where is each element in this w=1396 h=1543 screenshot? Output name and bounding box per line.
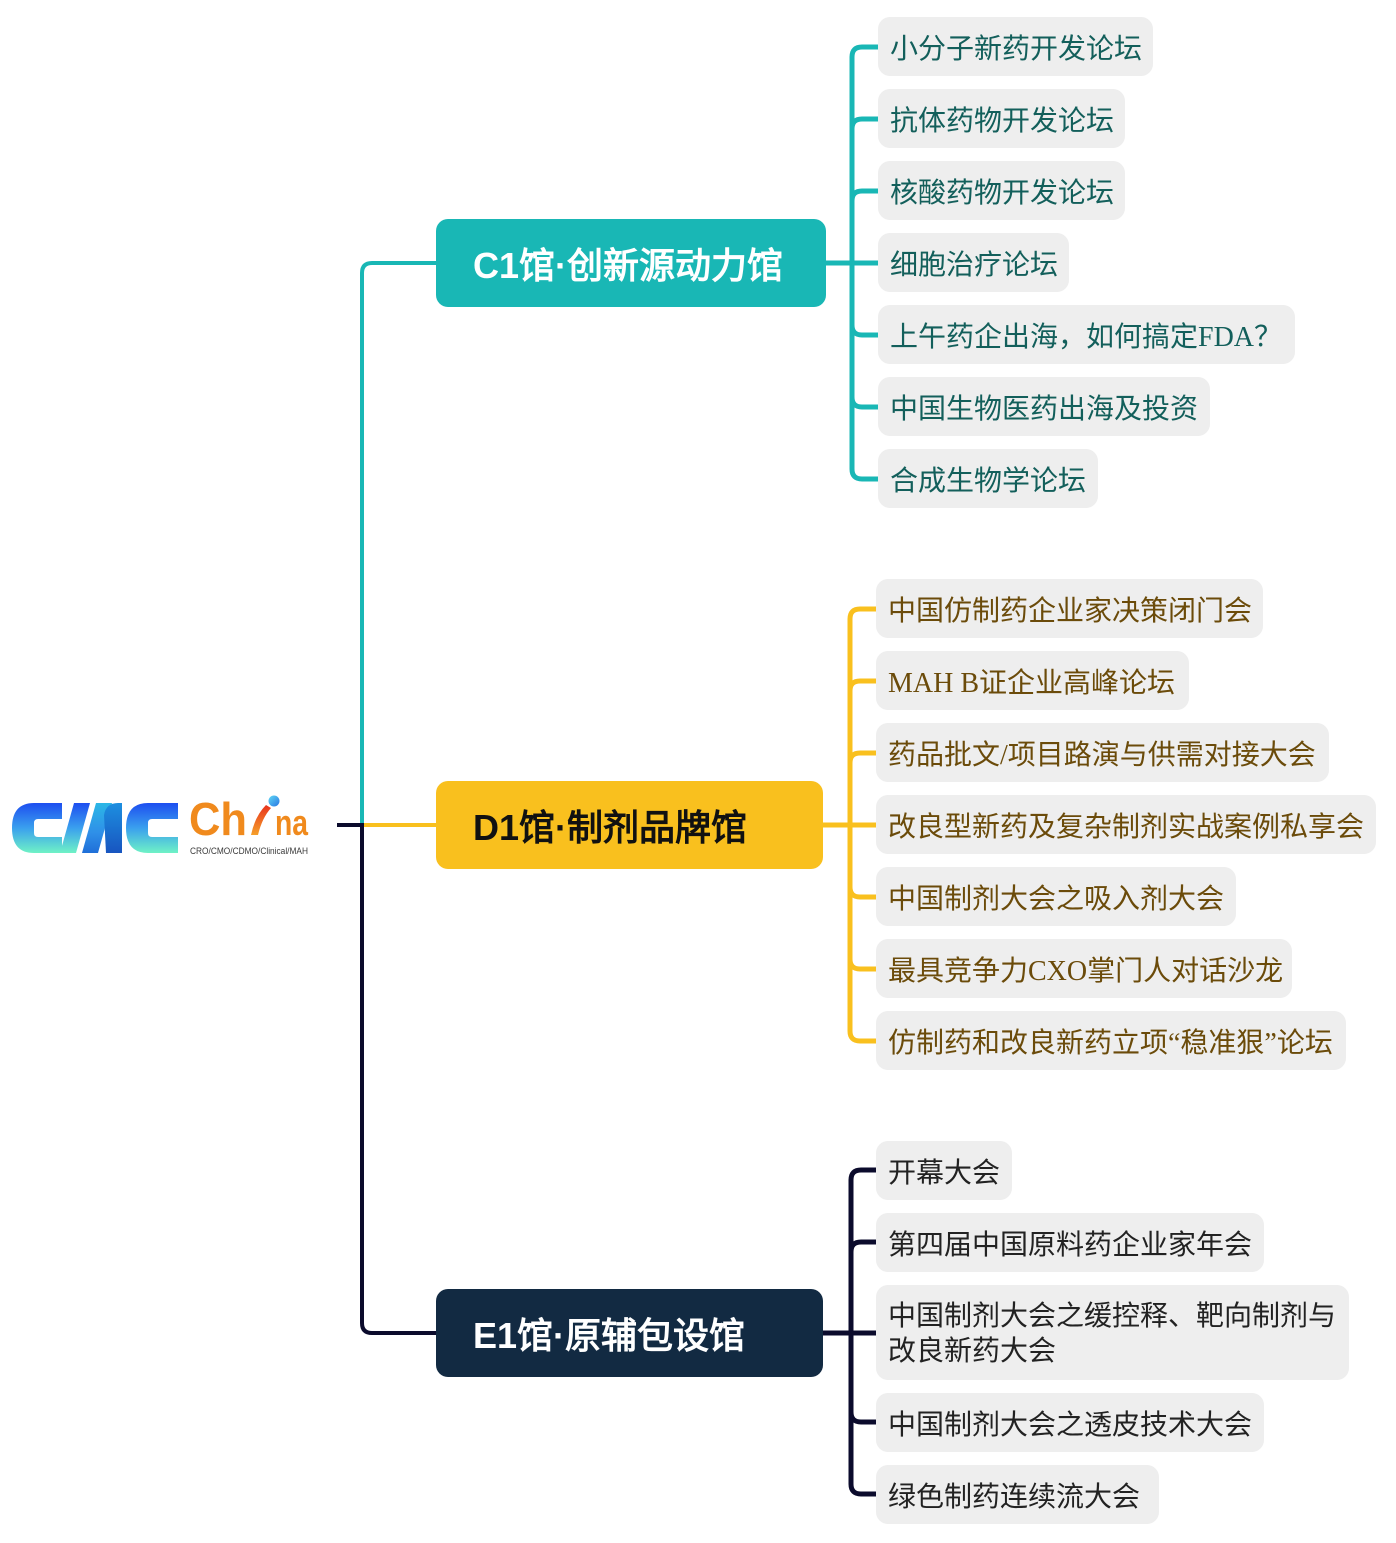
forum-node[interactable]: 抗体药物开发论坛 (878, 89, 1125, 148)
hall-title-c1: C1馆·创新源动力馆 (473, 245, 784, 286)
forum-label: 药品批文/项目路演与供需对接大会 (888, 739, 1316, 771)
connector-c1-item-3 (849, 188, 878, 263)
connector-d1-item-5 (847, 825, 876, 900)
forum-label: 最具竞争力CXO掌门人对话沙龙 (888, 955, 1284, 987)
connector-root-to-e1 (360, 825, 436, 1335)
forum-label: 中国仿制药企业家决策闭门会 (888, 595, 1253, 627)
hall-node-d1[interactable]: D1馆·制剂品牌馆 (436, 781, 823, 869)
forum-label: 抗体药物开发论坛 (890, 105, 1115, 137)
forum-node[interactable]: 中国制剂大会之缓控释、靶向制剂与改良新药大会 (876, 1285, 1349, 1380)
connector-d1-item-3 (847, 750, 876, 825)
connector-e1-item-5 (848, 1333, 876, 1497)
forum-node[interactable]: 上午药企出海，如何搞定FDA？ (878, 305, 1295, 364)
forum-label: 仿制药和改良新药立项“稳准狠”论坛 (888, 1027, 1333, 1059)
forum-node[interactable]: MAH B证企业高峰论坛 (876, 651, 1189, 710)
logo-dot-icon (268, 795, 280, 807)
forum-node[interactable]: 中国制剂大会之吸入剂大会 (876, 867, 1236, 926)
logo-word-start: Ch (189, 793, 247, 845)
forum-node[interactable]: 小分子新药开发论坛 (878, 17, 1153, 76)
forum-label: 中国制剂大会之缓控释、靶向制剂与改良新药大会 (888, 1299, 1337, 1366)
forum-node[interactable]: 中国仿制药企业家决策闭门会 (876, 579, 1263, 638)
forum-label: 小分子新药开发论坛 (890, 33, 1143, 65)
connector-c1-item-1 (849, 44, 878, 263)
connector-c1-item-6 (849, 263, 878, 410)
forum-label: 绿色制药连续流大会 (888, 1480, 1141, 1512)
forum-node[interactable]: 最具竞争力CXO掌门人对话沙龙 (876, 939, 1292, 998)
hall-node-c1[interactable]: C1馆·创新源动力馆 (436, 219, 826, 307)
hall-title-e1: E1馆·原辅包设馆 (473, 1315, 746, 1356)
forum-node[interactable]: 第四届中国原料药企业家年会 (876, 1213, 1264, 1272)
forum-label: 中国生物医药出海及投资 (890, 393, 1199, 425)
hall-title-d1: D1馆·制剂品牌馆 (473, 807, 748, 848)
forum-node[interactable]: 中国制剂大会之透皮技术大会 (876, 1393, 1264, 1452)
connector-d1-item-1 (847, 606, 876, 825)
connector-root-to-c1 (360, 261, 436, 823)
cmc-letter-m-right (104, 803, 122, 853)
forum-node[interactable]: 中国生物医药出海及投资 (878, 377, 1210, 436)
forum-label: 核酸药物开发论坛 (890, 177, 1115, 209)
logo-figure-icon (251, 805, 271, 835)
logo-tagline: CRO/CMO/CDMO/Clinical/MAH (190, 846, 308, 856)
cmc-letter-c-left (12, 803, 62, 853)
connector-c1-item-7 (849, 263, 878, 482)
connector-c1-item-2 (849, 116, 878, 263)
connector-d1-item-2 (847, 678, 876, 825)
forum-label: 中国制剂大会之透皮技术大会 (888, 1408, 1253, 1440)
forum-label: 第四届中国原料药企业家年会 (888, 1228, 1253, 1260)
cmc-letter-m-leg (60, 803, 90, 853)
connector-c1-item-5 (849, 263, 878, 338)
forum-node[interactable]: 开幕大会 (876, 1141, 1012, 1200)
forum-node[interactable]: 细胞治疗论坛 (878, 233, 1069, 292)
connector-e1-item-2 (848, 1239, 876, 1333)
forum-label: 细胞治疗论坛 (890, 249, 1059, 281)
logo-word-end: na (275, 802, 309, 843)
forum-label: 合成生物学论坛 (890, 465, 1087, 497)
cmc-mark (12, 803, 178, 853)
forum-node[interactable]: 合成生物学论坛 (878, 449, 1098, 508)
connector-e1-item-4 (848, 1333, 876, 1425)
cmc-letter-c-right (126, 803, 178, 853)
cmc-china-logo[interactable]: Ch na CRO/CMO/CDMO/Clinical/MAH (0, 770, 340, 880)
connector-d1-item-6 (847, 825, 876, 972)
connector-e1-item-1 (848, 1167, 876, 1333)
forum-node[interactable]: 核酸药物开发论坛 (878, 161, 1125, 220)
forum-label: 中国制剂大会之吸入剂大会 (888, 883, 1225, 915)
connector-d1-item-7 (847, 825, 876, 1044)
forum-label: 上午药企出海，如何搞定FDA？ (890, 321, 1283, 353)
forum-node[interactable]: 药品批文/项目路演与供需对接大会 (876, 723, 1329, 782)
forum-node[interactable]: 绿色制药连续流大会 (876, 1465, 1159, 1524)
forum-label: 改良型新药及复杂制剂实战案例私享会 (888, 811, 1365, 843)
forum-label: MAH B证企业高峰论坛 (888, 667, 1176, 699)
forum-label: 开幕大会 (888, 1156, 1001, 1188)
hall-node-e1[interactable]: E1馆·原辅包设馆 (436, 1289, 823, 1377)
forum-node[interactable]: 仿制药和改良新药立项“稳准狠”论坛 (876, 1011, 1346, 1070)
forum-node[interactable]: 改良型新药及复杂制剂实战案例私享会 (876, 795, 1376, 854)
